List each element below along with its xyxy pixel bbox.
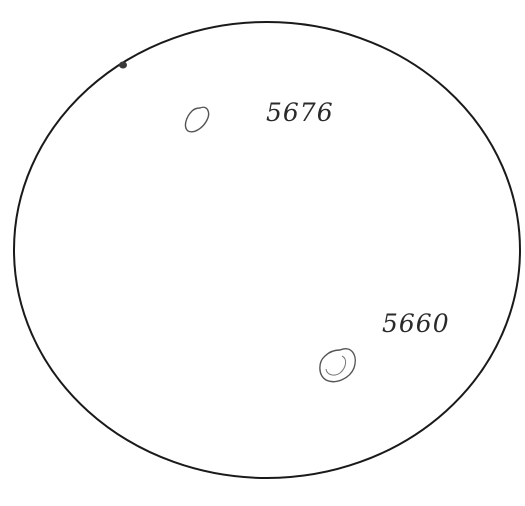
solar-disk-outline (14, 22, 520, 478)
edge-mark (119, 62, 127, 69)
region-label-5660: 5660 (382, 309, 450, 338)
region-label-5676: 5676 (266, 98, 334, 127)
